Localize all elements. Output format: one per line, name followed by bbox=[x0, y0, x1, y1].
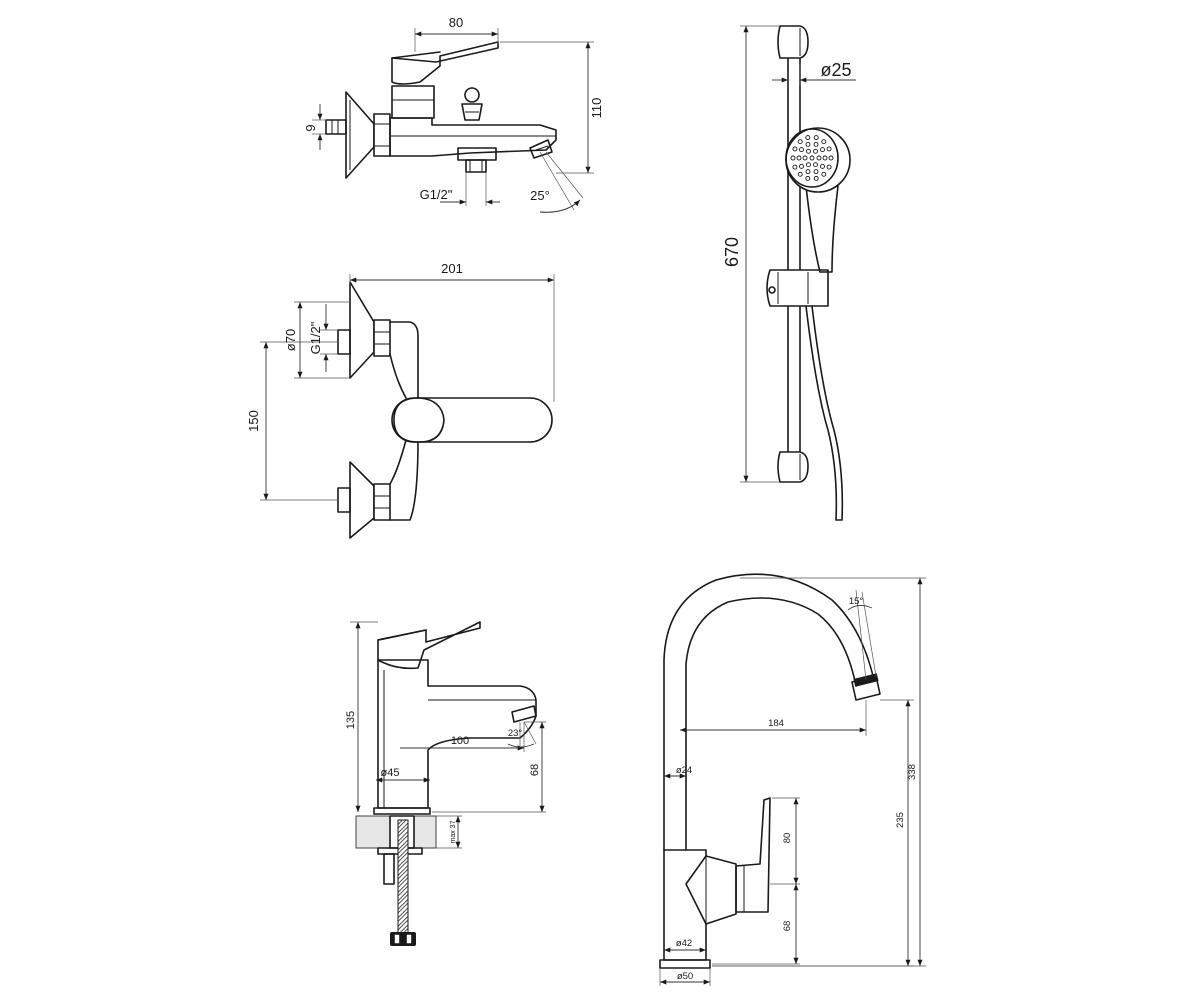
nozzle-dot bbox=[806, 162, 811, 168]
nozzle-dot bbox=[799, 163, 804, 169]
nozzle-dot bbox=[813, 169, 819, 175]
nozzle-dot bbox=[820, 147, 825, 153]
dim-110: 110 bbox=[589, 98, 604, 119]
nozzle-dot bbox=[790, 155, 796, 161]
nozzle-dot bbox=[809, 155, 815, 161]
dim-max-37: max 37 bbox=[450, 820, 457, 843]
dim-9: 9 bbox=[303, 124, 318, 131]
nozzle-dot bbox=[813, 148, 818, 154]
angle-25: 25° bbox=[530, 188, 550, 203]
bath-mixer-side-view: 80 110 9 G1/2" 25° bbox=[303, 15, 604, 213]
nozzle-dot bbox=[821, 139, 827, 145]
nozzle-dot bbox=[826, 146, 832, 152]
nozzle-dot bbox=[806, 148, 811, 154]
kitchen-mixer: 15° 184 ø24 80 68 ø42 ø50 235 338 bbox=[659, 573, 926, 986]
nozzle-dot bbox=[820, 163, 825, 169]
dim-184: 184 bbox=[768, 718, 784, 729]
dim-135: 135 bbox=[345, 711, 357, 729]
nozzle-dot bbox=[799, 147, 804, 153]
nozzle-dot bbox=[813, 135, 819, 141]
nozzle-dot bbox=[805, 169, 811, 175]
dim-670: 670 bbox=[722, 237, 742, 267]
nozzle-dot bbox=[822, 155, 828, 161]
shower-nozzles bbox=[790, 135, 834, 181]
nozzle-dot bbox=[826, 164, 832, 170]
dim-100: 100 bbox=[451, 735, 469, 747]
dim-68-basin: 68 bbox=[529, 764, 541, 776]
nozzle-dot bbox=[797, 171, 803, 177]
nozzle-dot bbox=[796, 155, 802, 161]
nozzle-dot bbox=[816, 155, 822, 161]
dim-80-kitchen: 80 bbox=[782, 833, 793, 844]
nozzle-dot bbox=[821, 171, 827, 177]
dim-338: 338 bbox=[907, 764, 918, 780]
nozzle-dot bbox=[805, 141, 811, 147]
angle-15: 15° bbox=[849, 596, 864, 607]
nozzle-dot bbox=[797, 139, 803, 145]
dim-dia-24: ø24 bbox=[676, 765, 692, 776]
dim-dia-70: ø70 bbox=[283, 329, 298, 351]
nozzle-dot bbox=[792, 164, 798, 170]
dim-thread-top: G1/2" bbox=[308, 321, 323, 354]
dim-201: 201 bbox=[441, 261, 463, 276]
dim-thread-side: G1/2" bbox=[420, 187, 453, 202]
basin-mixer: 135 100 23° ø45 68 max 37 bbox=[345, 621, 546, 946]
nozzle-dot bbox=[813, 141, 819, 147]
dim-dia-50: ø50 bbox=[677, 971, 693, 982]
shower-set: ø25 670 bbox=[722, 25, 856, 521]
dim-dia-45: ø45 bbox=[381, 767, 400, 779]
dim-rail-dia: ø25 bbox=[820, 60, 851, 80]
nozzle-dot bbox=[813, 175, 819, 181]
nozzle-dot bbox=[805, 175, 811, 181]
dim-235: 235 bbox=[895, 812, 906, 828]
angle-23: 23° bbox=[508, 728, 523, 739]
dim-dia-42: ø42 bbox=[676, 938, 692, 949]
dim-150: 150 bbox=[246, 410, 261, 432]
dim-80: 80 bbox=[449, 15, 463, 30]
nozzle-dot bbox=[805, 135, 811, 141]
nozzle-dot bbox=[813, 162, 818, 168]
nozzle-dot bbox=[792, 146, 798, 152]
dim-68-kitchen: 68 bbox=[782, 921, 793, 932]
nozzle-dot bbox=[828, 155, 834, 161]
nozzle-dot bbox=[802, 155, 808, 161]
bath-mixer-top-view: 201 150 ø70 G1/2" bbox=[246, 261, 555, 539]
